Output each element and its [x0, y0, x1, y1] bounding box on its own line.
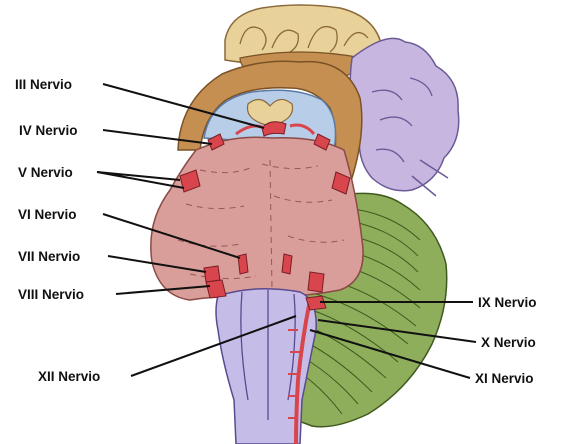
- label-nerve-5: V Nervio: [18, 165, 73, 180]
- label-nerve-8: VIII Nervio: [18, 287, 84, 302]
- nerve-8-stump: [206, 280, 226, 298]
- label-nerve-11: XI Nervio: [475, 371, 534, 386]
- label-nerve-12: XII Nervio: [38, 369, 100, 384]
- label-nerve-7: VII Nervio: [18, 249, 80, 264]
- label-nerve-6: VI Nervio: [18, 207, 77, 222]
- label-nerve-4: IV Nervio: [19, 123, 78, 138]
- pons: [151, 137, 363, 300]
- nerve-6-stump-right: [282, 254, 292, 274]
- temporal-lobe: [350, 38, 459, 190]
- label-nerve-3: III Nervio: [15, 77, 72, 92]
- nerve-7-stump: [204, 266, 220, 282]
- label-nerve-10: X Nervio: [481, 335, 536, 350]
- nerve-78-stump-right: [308, 272, 324, 292]
- label-nerve-9: IX Nervio: [478, 295, 537, 310]
- leader-nerve-5: [97, 172, 184, 188]
